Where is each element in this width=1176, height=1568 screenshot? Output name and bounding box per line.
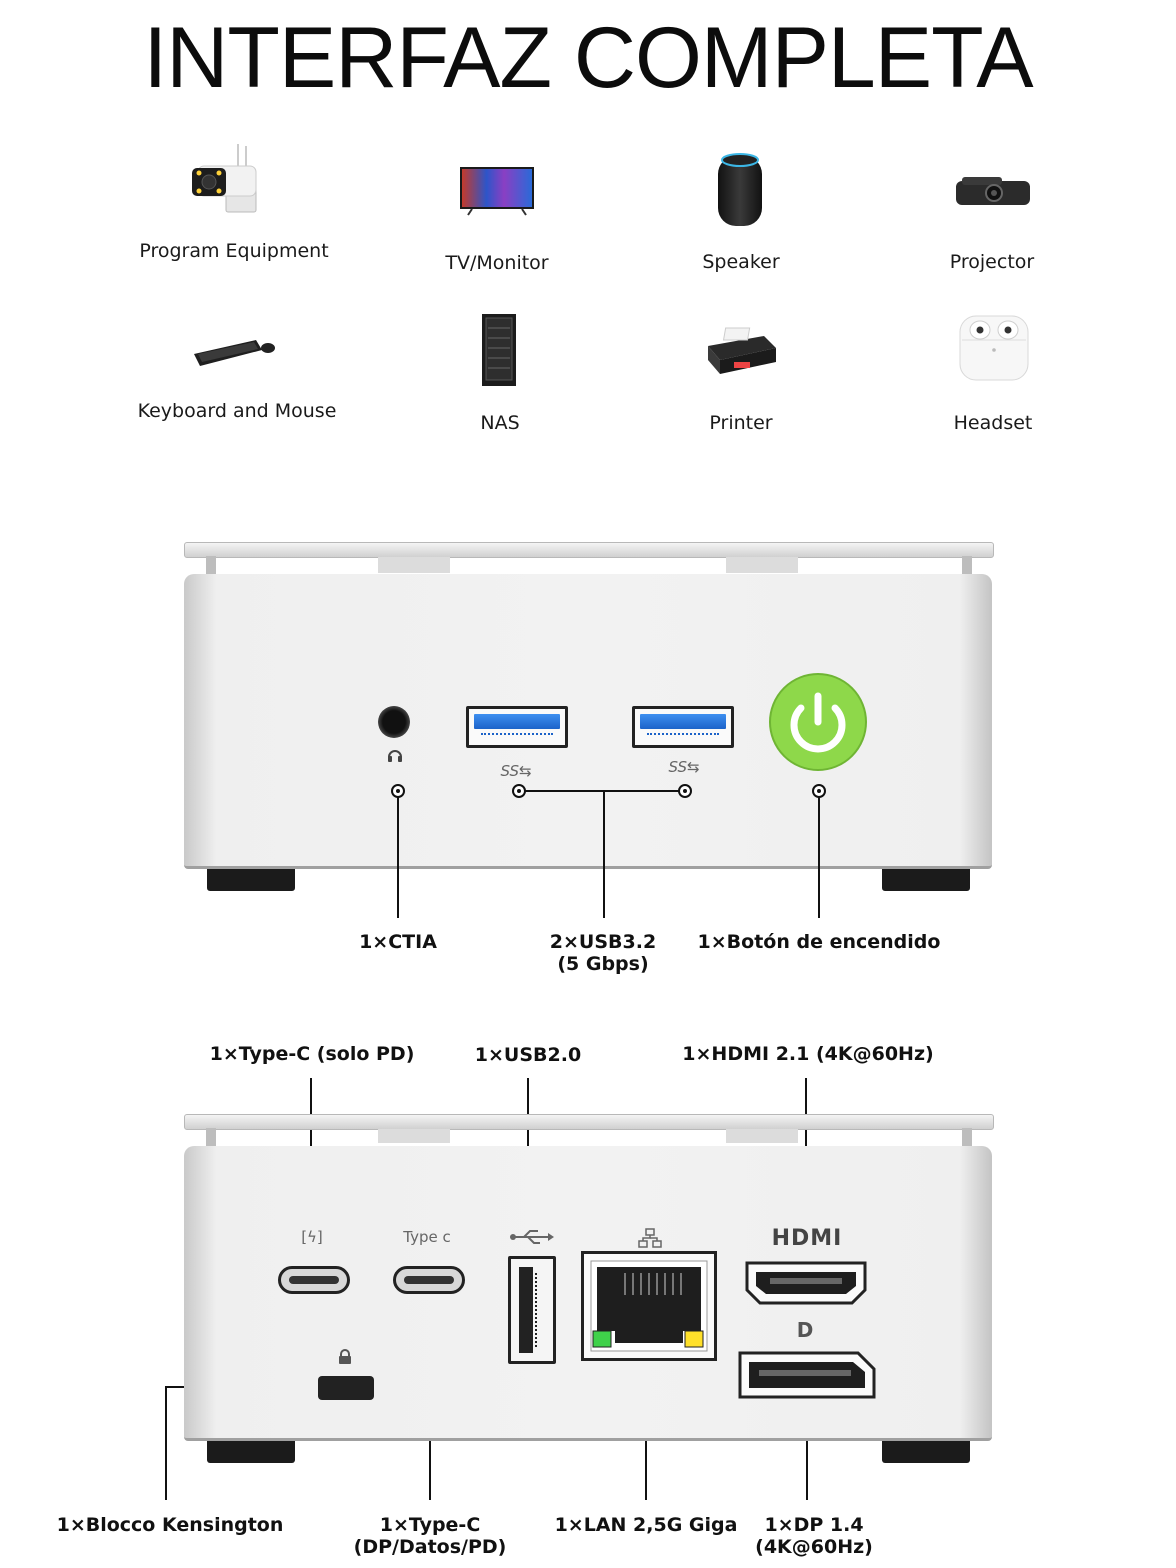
kensington-label: 1×Blocco Kensington xyxy=(56,1514,284,1536)
kensington-slot[interactable] xyxy=(318,1376,374,1400)
keyboard-mouse-icon xyxy=(194,340,275,366)
typec-pd-label: 1×Type-C (solo PD) xyxy=(209,1043,415,1065)
device-label: Headset xyxy=(953,412,1033,434)
device-label: NAS xyxy=(480,412,520,434)
pd-charge-icon: [ϟ] xyxy=(301,1228,323,1246)
superspeed-usb-icon: SS⇆ xyxy=(668,758,700,776)
audio-jack[interactable] xyxy=(378,706,410,738)
front-foot-right xyxy=(882,869,970,891)
device-label: Printer xyxy=(709,412,773,434)
ctia-label: 1×CTIA xyxy=(359,931,437,953)
front-case-top xyxy=(184,542,994,558)
projector-icon xyxy=(956,177,1030,205)
usb32-port-2[interactable] xyxy=(632,706,734,748)
dp-label: 1×DP 1.4 xyxy=(764,1514,864,1536)
power-button[interactable] xyxy=(768,672,868,772)
device-label: Projector xyxy=(949,251,1035,273)
lan-port[interactable] xyxy=(581,1251,717,1361)
hdmi-logo: HDMI xyxy=(771,1226,843,1251)
lock-icon xyxy=(339,1349,351,1364)
page-title: INTERFAZ COMPLETA xyxy=(143,10,1033,106)
device-label: Speaker xyxy=(702,251,780,273)
device-label: Program Equipment xyxy=(139,240,329,262)
network-icon xyxy=(638,1228,662,1248)
usb20-label: 1×USB2.0 xyxy=(474,1044,582,1066)
typec-data-sublabel: (DP/Datos/PD) xyxy=(353,1536,507,1558)
device-label: Keyboard and Mouse xyxy=(137,400,337,422)
front-foot-left xyxy=(207,869,295,891)
rear-case-top xyxy=(184,1114,994,1130)
usb32-speed-label: (5 Gbps) xyxy=(557,953,649,975)
typec-text-icon: Type c xyxy=(403,1228,451,1246)
displayport-logo: D xyxy=(796,1318,814,1342)
typec-data-port[interactable] xyxy=(393,1266,465,1294)
usb32-port-1[interactable] xyxy=(466,706,568,748)
nas-server-icon xyxy=(482,314,516,386)
usb-icon xyxy=(510,1230,554,1244)
usb32-label: 2×USB3.2 xyxy=(549,931,657,953)
power-label: 1×Botón de encendido xyxy=(697,931,941,953)
tv-monitor-icon xyxy=(460,167,534,216)
earbuds-icon xyxy=(959,315,1029,381)
device-label: TV/Monitor xyxy=(445,252,549,274)
security-camera-icon xyxy=(192,144,257,213)
rear-foot-left xyxy=(207,1441,295,1463)
displayport-port[interactable] xyxy=(737,1350,877,1400)
usb20-port[interactable] xyxy=(508,1256,556,1364)
printer-icon xyxy=(708,327,776,374)
lan-label: 1×LAN 2,5G Giga xyxy=(554,1514,738,1536)
hdmi-label: 1×HDMI 2.1 (4K@60Hz) xyxy=(682,1043,934,1065)
dp-sublabel: (4K@60Hz) xyxy=(755,1536,873,1558)
smart-speaker-icon xyxy=(718,153,762,226)
typec-pd-port[interactable] xyxy=(278,1266,350,1294)
hdmi-port[interactable] xyxy=(744,1260,868,1306)
rear-foot-right xyxy=(882,1441,970,1463)
typec-data-label: 1×Type-C xyxy=(379,1514,481,1536)
headset-icon xyxy=(388,750,402,762)
superspeed-usb-icon: SS⇆ xyxy=(500,762,532,780)
